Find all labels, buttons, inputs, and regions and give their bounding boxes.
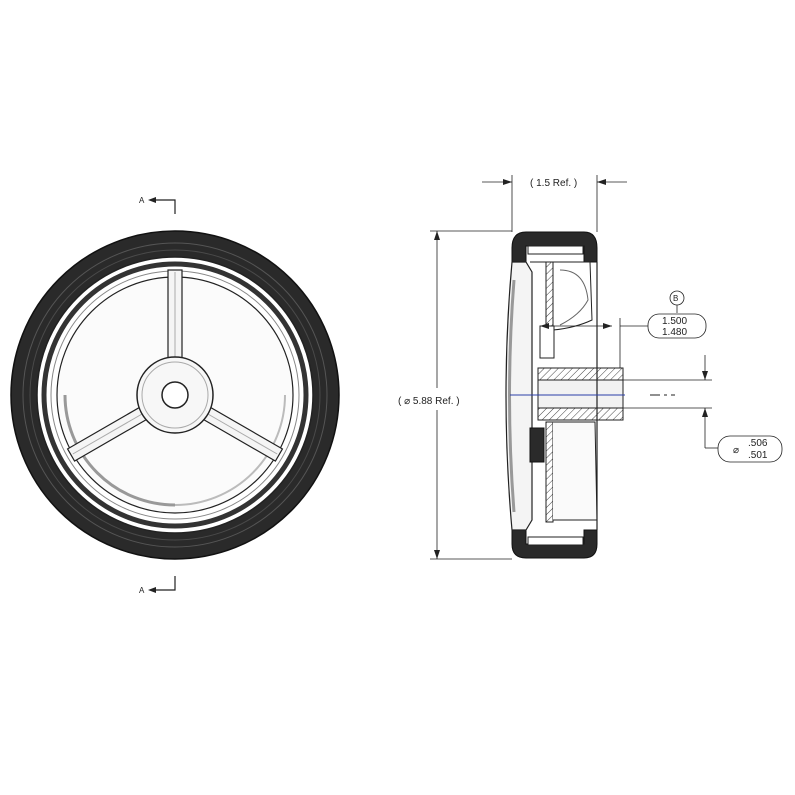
rim-channel-top <box>527 245 584 255</box>
section-view: ( 1.5 Ref. ) ( ⌀ 5.88 Ref. ) B 1.500 1.4… <box>398 175 783 560</box>
diameter-dim-label: ( ⌀ 5.88 Ref. ) <box>398 396 460 407</box>
spoke-top <box>167 269 183 363</box>
hub-dim-box <box>647 313 707 339</box>
spoke-profile-lower <box>553 421 598 521</box>
hub-bore <box>161 381 189 409</box>
width-dimension: ( 1.5 Ref. ) <box>482 175 627 232</box>
width-dim-label: ( 1.5 Ref. ) <box>530 178 577 189</box>
datum-label: B <box>673 294 678 303</box>
hub-hatch-top <box>537 367 624 381</box>
tire-section-top <box>511 231 598 263</box>
front-view: A A <box>10 196 340 595</box>
section-marker-bottom: A <box>139 576 176 595</box>
bore-dimension: ⌀ .506 .501 <box>623 355 783 463</box>
diameter-dimension: ( ⌀ 5.88 Ref. ) <box>398 230 512 560</box>
spoke-profile-curve <box>559 269 589 326</box>
bore-dim-symbol: ⌀ <box>733 445 739 456</box>
rim-shade-right <box>174 394 286 506</box>
rim-shade <box>63 394 176 507</box>
spoke-profile-upper <box>530 261 593 331</box>
tire-tread-ring-2 <box>29 249 321 541</box>
section-marker-bottom-label: A <box>139 586 145 595</box>
spoke-block-lower <box>529 427 545 463</box>
rim-shade-section <box>508 279 516 513</box>
rim-channel-bottom <box>527 536 584 546</box>
hub-hatch-bottom <box>537 407 624 421</box>
spoke-lower-right <box>66 403 154 462</box>
section-wall-lower <box>545 421 554 523</box>
rim-inner-dark <box>41 261 309 529</box>
bore-dim-box <box>717 435 783 463</box>
hub-dim-upper: 1.500 <box>662 316 687 327</box>
hub-dim-lower: 1.480 <box>662 327 687 338</box>
bore-dim-upper: .506 <box>748 438 768 449</box>
hub-ring <box>141 361 209 429</box>
spoke-block-upper <box>539 325 555 359</box>
bore-dim-lower: .501 <box>748 450 768 461</box>
hub-bore-section <box>537 379 624 409</box>
hub-dimension: B 1.500 1.480 <box>540 290 707 368</box>
section-marker-top-label: A <box>139 196 145 205</box>
section-marker-top: A <box>139 196 176 214</box>
tire-tread-ring <box>22 242 328 548</box>
